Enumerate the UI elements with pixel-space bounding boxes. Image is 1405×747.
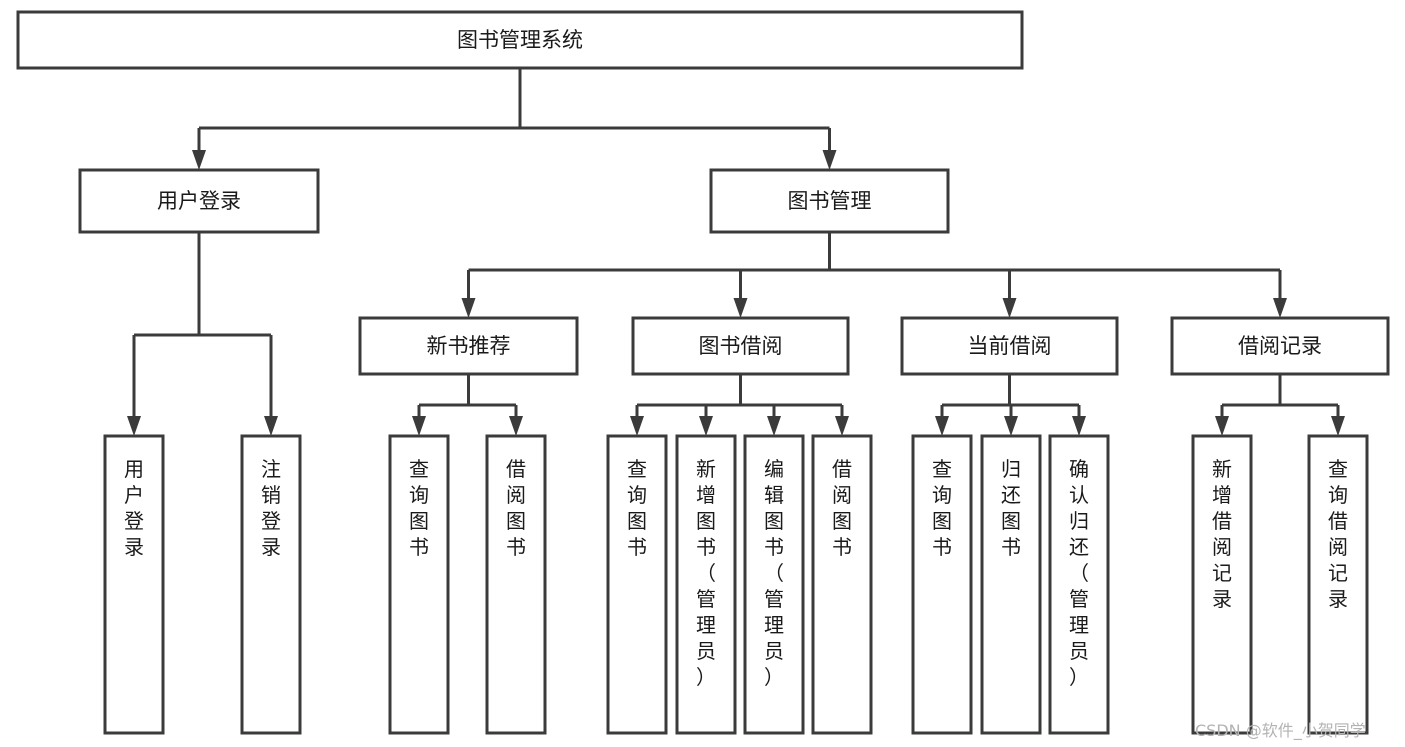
node-root[interactable]: 图书管理系统 <box>16 10 1024 70</box>
arrow-head-icon <box>1273 298 1287 318</box>
node-user-login[interactable]: 用户登录 <box>78 168 320 234</box>
node-label-leaf-current-query-book: 查询图书 <box>932 457 952 559</box>
node-box-leaf-borrow-edit-book[interactable] <box>743 434 805 735</box>
node-leaf-rec-borrow-book[interactable]: 借阅图书 <box>485 434 547 735</box>
node-label-leaf-borrow-add-book: 新增图书（管理员） <box>696 457 716 689</box>
node-label-leaf-borrow-lend-book: 借阅图书 <box>832 457 852 559</box>
node-box-book-management[interactable] <box>709 168 950 234</box>
node-box-current-borrow[interactable] <box>900 316 1119 376</box>
node-leaf-user-login[interactable]: 用户登录 <box>103 434 165 735</box>
node-label-borrow-record: 借阅记录 <box>1238 334 1322 358</box>
node-box-leaf-borrow-lend-book[interactable] <box>811 434 873 735</box>
node-label-leaf-borrow-edit-book: 编辑图书（管理员） <box>764 457 784 689</box>
arrow-head-icon <box>835 416 849 436</box>
node-label-leaf-user-login: 用户登录 <box>124 457 144 559</box>
node-box-leaf-user-logout[interactable] <box>240 434 302 735</box>
diagram-nodes: 图书管理系统用户登录图书管理新书推荐图书借阅当前借阅借阅记录用户登录注销登录查询… <box>16 10 1390 735</box>
node-label-book-management: 图书管理 <box>788 189 872 213</box>
node-leaf-current-confirm-return[interactable]: 确认归还（管理员） <box>1048 434 1110 735</box>
node-box-leaf-borrow-add-book[interactable] <box>675 434 737 735</box>
node-leaf-borrow-edit-book[interactable]: 编辑图书（管理员） <box>743 434 805 735</box>
node-book-management[interactable]: 图书管理 <box>709 168 950 234</box>
arrow-head-icon <box>1004 416 1018 436</box>
arrow-head-icon <box>1215 416 1229 436</box>
arrow-head-icon <box>822 150 837 170</box>
node-label-leaf-rec-borrow-book: 借阅图书 <box>506 457 526 559</box>
arrow-head-icon <box>630 416 644 436</box>
node-label-current-borrow: 当前借阅 <box>968 334 1052 358</box>
connector-links <box>127 68 1345 436</box>
arrow-head-icon <box>699 416 713 436</box>
node-label-leaf-current-confirm-return: 确认归还（管理员） <box>1069 457 1089 689</box>
node-leaf-user-logout[interactable]: 注销登录 <box>240 434 302 735</box>
node-leaf-borrow-query-book[interactable]: 查询图书 <box>606 434 668 735</box>
arrow-head-icon <box>935 416 949 436</box>
arrow-head-icon <box>264 416 278 436</box>
node-label-leaf-borrow-query-book: 查询图书 <box>627 457 647 559</box>
node-box-leaf-user-login[interactable] <box>103 434 165 735</box>
node-book-borrow[interactable]: 图书借阅 <box>631 316 850 376</box>
node-box-leaf-borrow-query-book[interactable] <box>606 434 668 735</box>
node-box-new-book-recommend[interactable] <box>358 316 579 376</box>
node-leaf-current-query-book[interactable]: 查询图书 <box>911 434 973 735</box>
arrow-head-icon <box>412 416 426 436</box>
node-label-new-book-recommend: 新书推荐 <box>427 334 511 358</box>
node-box-borrow-record[interactable] <box>1170 316 1390 376</box>
node-label-leaf-user-logout: 注销登录 <box>261 457 281 559</box>
node-leaf-record-add[interactable]: 新增借阅记录 <box>1191 434 1253 735</box>
node-current-borrow[interactable]: 当前借阅 <box>900 316 1119 376</box>
node-label-leaf-record-add: 新增借阅记录 <box>1212 457 1232 611</box>
node-box-book-borrow[interactable] <box>631 316 850 376</box>
arrow-head-icon <box>1331 416 1345 436</box>
node-label-root: 图书管理系统 <box>457 28 583 52</box>
arrow-head-icon <box>461 298 476 318</box>
node-label-leaf-rec-query-book: 查询图书 <box>409 457 429 559</box>
node-leaf-borrow-add-book[interactable]: 新增图书（管理员） <box>675 434 737 735</box>
arrow-head-icon <box>509 416 523 436</box>
node-new-book-recommend[interactable]: 新书推荐 <box>358 316 579 376</box>
node-label-leaf-current-return-book: 归还图书 <box>1001 457 1021 559</box>
node-box-leaf-current-return-book[interactable] <box>980 434 1042 735</box>
csdn-watermark: CSDN @软件_小贺同学 <box>1195 721 1366 741</box>
node-label-book-borrow: 图书借阅 <box>699 334 783 358</box>
arrow-head-icon <box>1072 416 1086 436</box>
node-box-leaf-record-query[interactable] <box>1307 434 1369 735</box>
node-label-user-login: 用户登录 <box>157 189 241 213</box>
node-leaf-record-query[interactable]: 查询借阅记录 <box>1307 434 1369 735</box>
node-box-leaf-rec-borrow-book[interactable] <box>485 434 547 735</box>
node-leaf-borrow-lend-book[interactable]: 借阅图书 <box>811 434 873 735</box>
node-box-leaf-current-query-book[interactable] <box>911 434 973 735</box>
node-box-root[interactable] <box>16 10 1024 70</box>
node-leaf-current-return-book[interactable]: 归还图书 <box>980 434 1042 735</box>
node-box-leaf-current-confirm-return[interactable] <box>1048 434 1110 735</box>
node-borrow-record[interactable]: 借阅记录 <box>1170 316 1390 376</box>
arrow-head-icon <box>1002 298 1017 318</box>
arrow-head-icon <box>127 416 141 436</box>
node-box-user-login[interactable] <box>78 168 320 234</box>
arrow-head-icon <box>192 150 206 170</box>
arrow-head-icon <box>767 416 781 436</box>
arrow-head-icon <box>733 298 748 318</box>
node-box-leaf-rec-query-book[interactable] <box>388 434 450 735</box>
node-box-leaf-record-add[interactable] <box>1191 434 1253 735</box>
node-label-leaf-record-query: 查询借阅记录 <box>1328 457 1348 611</box>
node-leaf-rec-query-book[interactable]: 查询图书 <box>388 434 450 735</box>
